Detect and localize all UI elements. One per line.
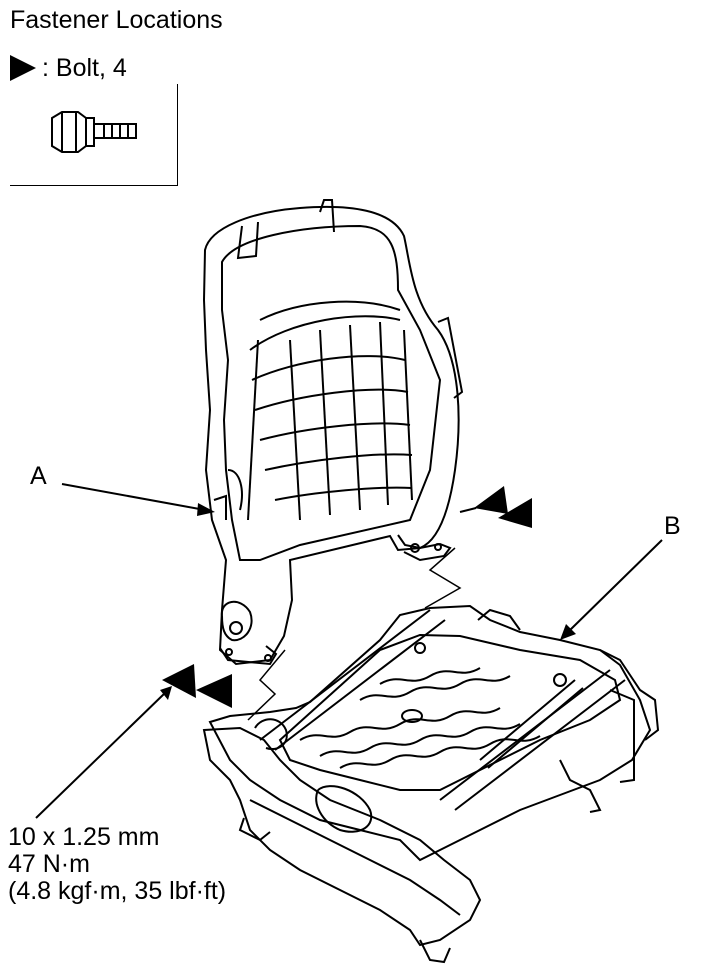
bolt-location-markers bbox=[162, 486, 532, 708]
spec-torque-alt: (4.8 kgf·m, 35 lbf·ft) bbox=[8, 877, 227, 905]
callout-a: A bbox=[30, 462, 47, 490]
torque-spec: 10 x 1.25 mm 47 N·m (4.8 kgf·m, 35 lbf·f… bbox=[8, 824, 226, 905]
arrowhead-a bbox=[197, 503, 215, 516]
bolt-marker-icon bbox=[196, 674, 232, 708]
diagram-title: Fastener Locations bbox=[10, 6, 223, 34]
leader-b bbox=[567, 539, 663, 633]
callout-b: B bbox=[664, 512, 681, 540]
bolt-icon bbox=[51, 111, 137, 153]
spec-torque-nm: 47 N·m bbox=[8, 850, 90, 878]
legend-box bbox=[10, 84, 178, 186]
leader-lines bbox=[35, 483, 663, 819]
leader-spec bbox=[35, 691, 167, 819]
seat-back bbox=[202, 199, 464, 666]
bolt-marker-icon bbox=[498, 498, 532, 528]
arrowhead-spec bbox=[160, 686, 172, 700]
bolt-marker-icon bbox=[162, 664, 196, 698]
seat-cushion bbox=[202, 604, 660, 964]
break-lines bbox=[247, 547, 462, 721]
bolt-legend-label: : Bolt, 4 bbox=[42, 54, 127, 82]
spec-size: 10 x 1.25 mm bbox=[8, 823, 160, 851]
arrowhead-b bbox=[560, 624, 576, 640]
legend-bolt: : Bolt, 4 bbox=[10, 52, 127, 84]
bolt-marker-icon bbox=[474, 486, 508, 514]
leader-a bbox=[61, 483, 206, 511]
bolt-marker-icon bbox=[10, 55, 36, 81]
